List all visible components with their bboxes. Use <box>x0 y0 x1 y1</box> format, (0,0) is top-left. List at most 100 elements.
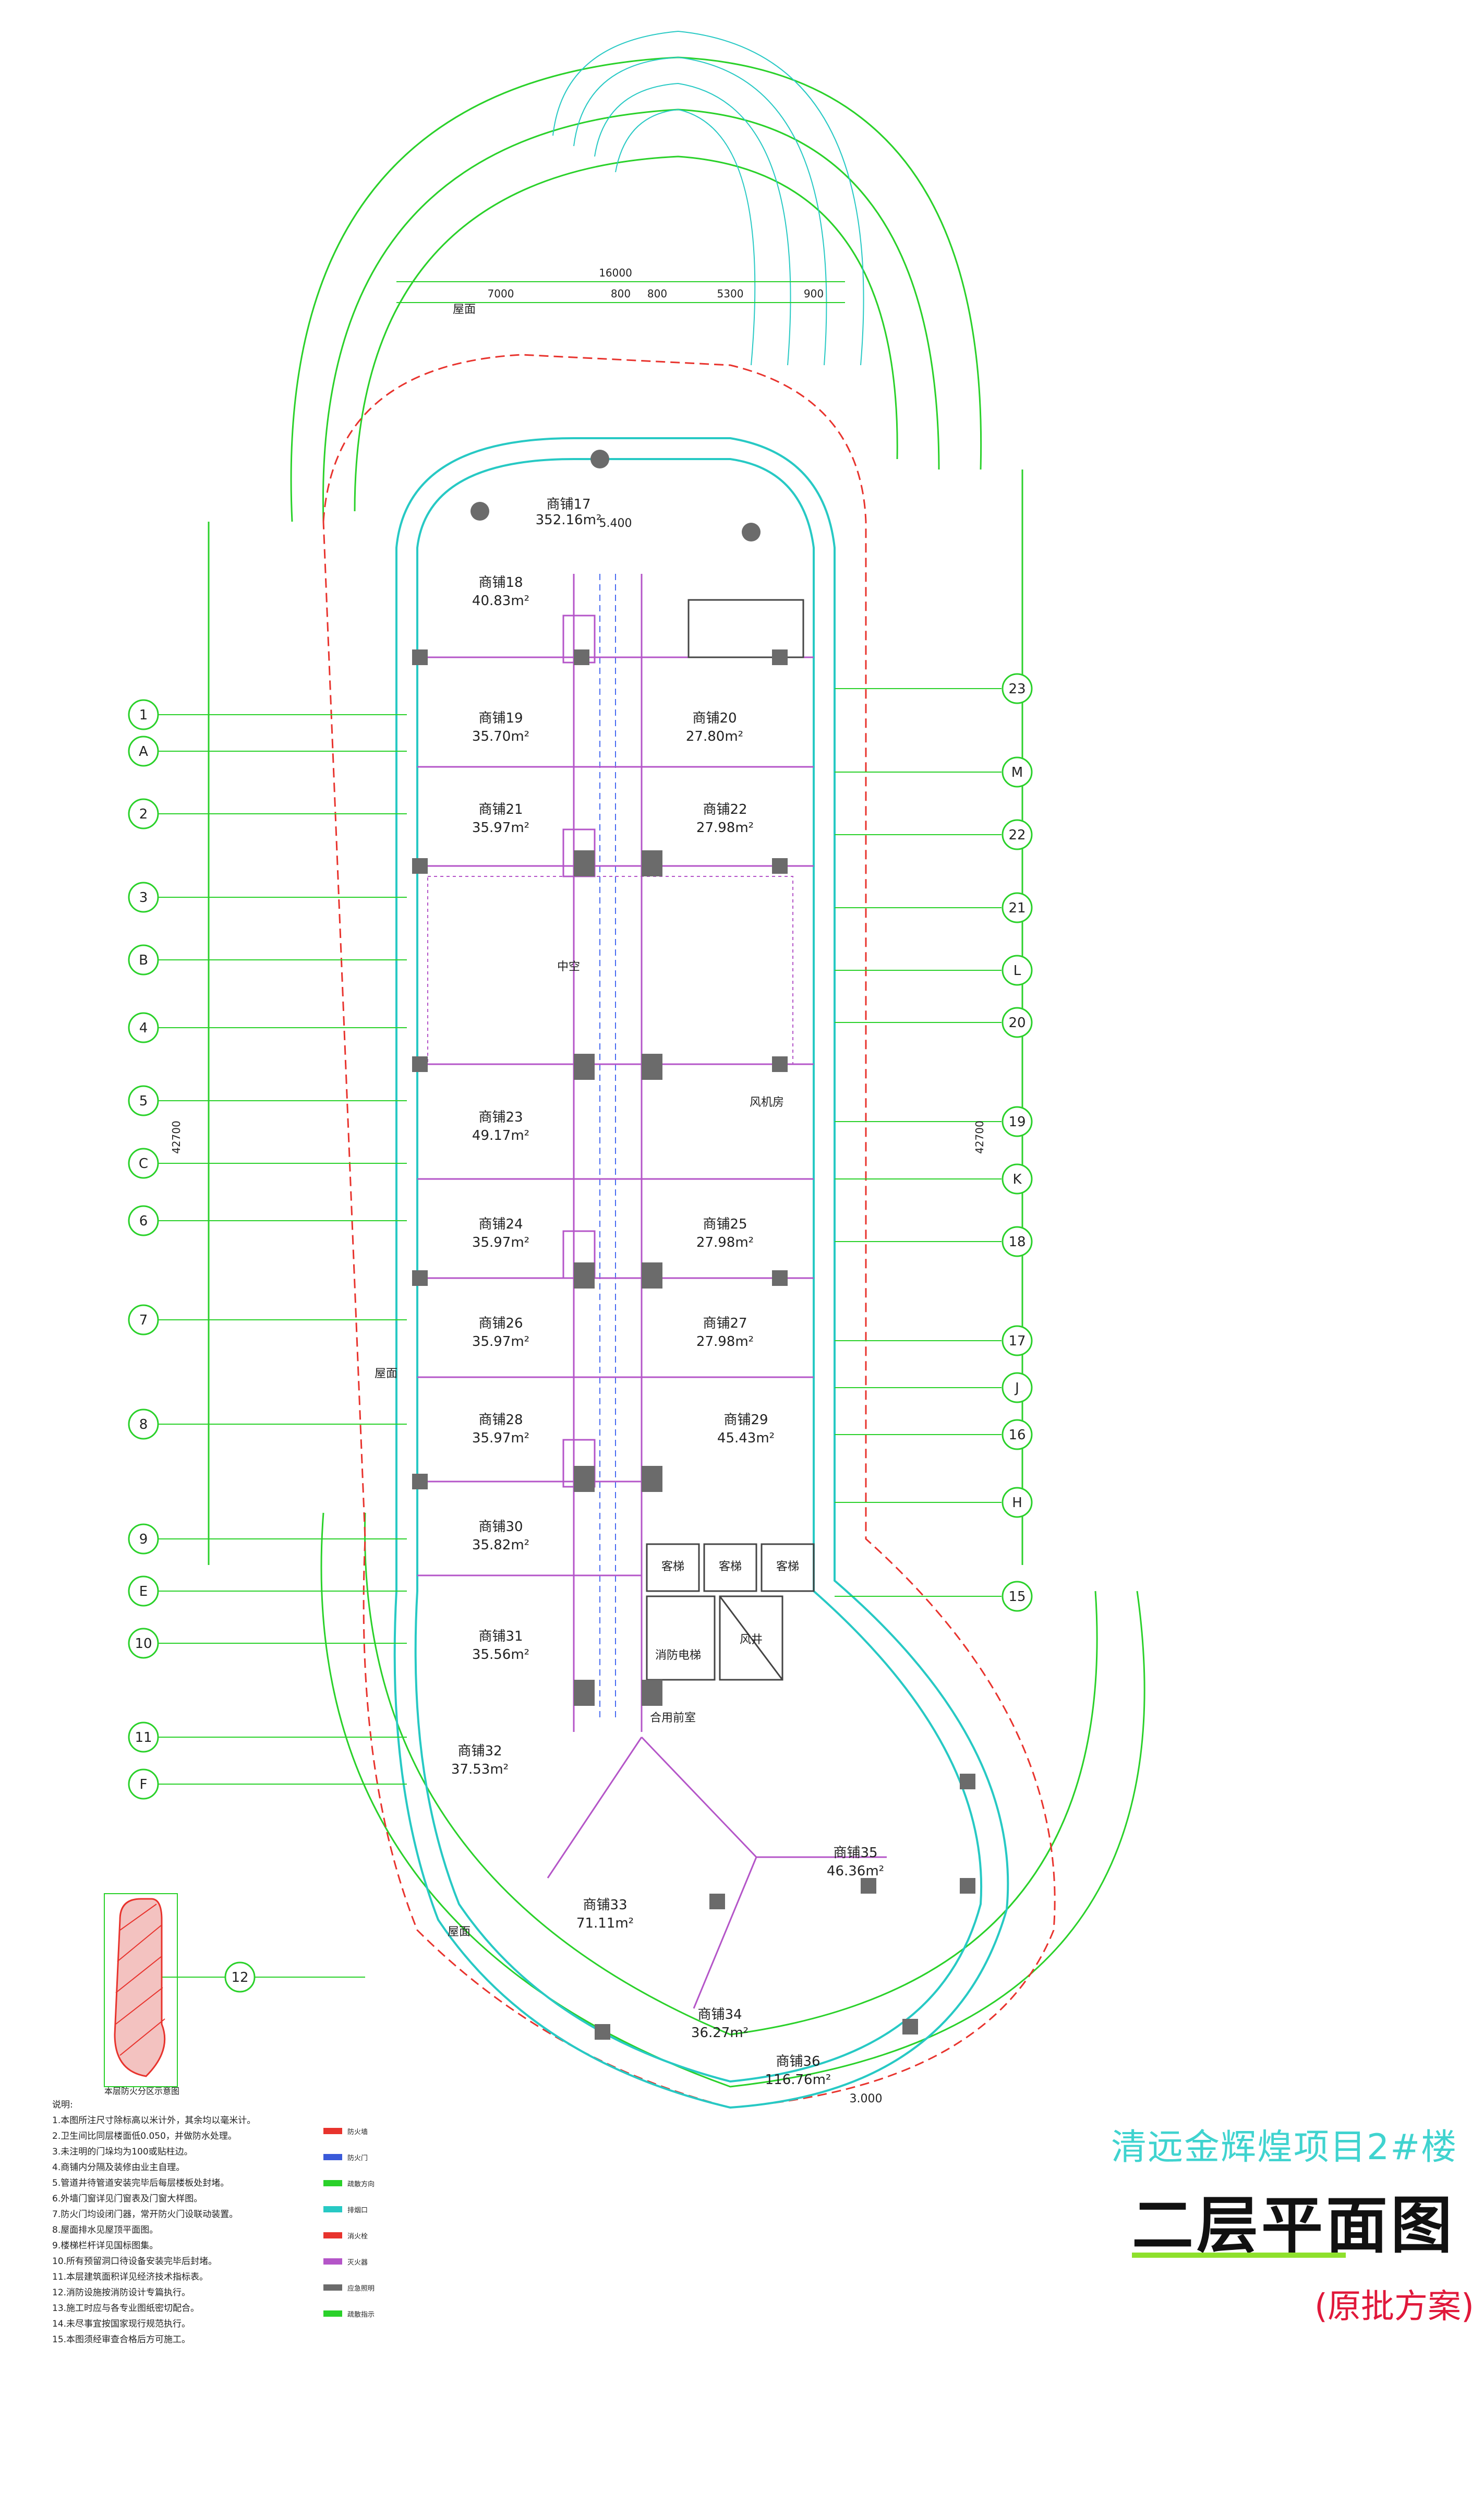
atrium-label: 中空 <box>557 960 580 973</box>
shop-partitions <box>417 574 887 2009</box>
drawing-status: (原批方案) <box>1314 2288 1474 2326</box>
axis-label: 23 <box>1008 681 1025 697</box>
extinguisher-icon <box>323 2258 342 2265</box>
shop-name: 商铺34 <box>697 2007 742 2023</box>
shop-name: 商铺31 <box>478 1629 523 1644</box>
axis-label: 21 <box>1008 900 1025 916</box>
dim-text: 42700 <box>170 1121 183 1154</box>
note-line: 9.楼梯栏杆详见国标图集。 <box>52 2241 159 2251</box>
axis-label: 22 <box>1008 827 1025 843</box>
evacuation-arrow-icon <box>323 2180 342 2186</box>
axis-label: 4 <box>139 1020 148 1036</box>
left-axis-gridlines <box>156 714 407 1978</box>
elevator-label: 客梯 <box>661 1560 684 1573</box>
axis-label: 2 <box>139 806 148 822</box>
right-axis-labels: 23 M 22 21 L 20 19 K 18 17 J 16 H 15 <box>1008 681 1025 1605</box>
axis-label: H <box>1012 1495 1022 1511</box>
dim-text: 42700 <box>973 1121 986 1154</box>
roof-label: 屋面 <box>375 1367 397 1380</box>
shop-area: 35.82m² <box>472 1537 529 1553</box>
shop-name: 商铺21 <box>478 802 523 817</box>
axis-label: A <box>139 744 148 760</box>
note-line: 3.未注明的门垛均为100或贴柱边。 <box>52 2147 193 2157</box>
legend-item: 排烟口 <box>323 2196 417 2222</box>
shop-area: 36.27m² <box>691 2025 749 2041</box>
note-line: 15.本图须经审查合格后方可施工。 <box>52 2334 191 2345</box>
shop-area: 35.56m² <box>472 1647 529 1663</box>
elevator-label: 客梯 <box>719 1560 742 1573</box>
building-outline <box>393 437 1009 2109</box>
axis-label: 6 <box>139 1213 148 1229</box>
note-line: 11.本层建筑面积详见经济技术指标表。 <box>52 2272 209 2282</box>
elevation-label: 3.000 <box>850 2092 883 2105</box>
roof-label: 屋面 <box>448 1925 470 1939</box>
shop-area: 40.83m² <box>472 593 529 609</box>
shop-name: 商铺30 <box>478 1519 523 1535</box>
axis-label: 3 <box>139 890 148 906</box>
shop-name: 商铺26 <box>478 1316 523 1331</box>
axis-label: 9 <box>139 1532 148 1547</box>
shop-area: 37.53m² <box>451 1762 509 1777</box>
corridor-lines <box>599 574 616 1721</box>
legend-item: 疏散指示 <box>323 2301 417 2327</box>
shop-area: 27.80m² <box>686 729 743 744</box>
axis-label: 11 <box>135 1730 152 1745</box>
dim-text: 16000 <box>599 267 632 279</box>
right-axis-bubbles <box>1002 673 1033 1612</box>
lobby-label: 合用前室 <box>650 1712 696 1725</box>
elevator-label: 客梯 <box>776 1560 799 1573</box>
axis-label: 1 <box>139 707 148 723</box>
axis-label: J <box>1014 1380 1019 1396</box>
axis-label: C <box>139 1156 148 1172</box>
note-line: 13.施工时应与各专业图纸密切配合。 <box>52 2303 200 2314</box>
legend: 防火墙 防火门 疏散方向 排烟口 消火栓 灭火器 应急照明 疏散指示 <box>323 2118 417 2327</box>
inset-caption: 本层防火分区示意图 <box>104 2086 180 2096</box>
top-dimension-line <box>396 281 845 303</box>
shop-area: 352.16m² <box>536 512 602 528</box>
axis-label: K <box>1012 1172 1022 1187</box>
fire-door-swatch-icon <box>323 2154 342 2160</box>
dim-text: 900 <box>804 287 824 300</box>
shop-name: 商铺24 <box>478 1217 523 1232</box>
dim-text: 5300 <box>717 287 744 300</box>
legend-item: 疏散方向 <box>323 2170 417 2196</box>
legend-item: 消火栓 <box>323 2222 417 2248</box>
shop-name: 商铺18 <box>478 575 523 591</box>
notes-heading: 说明: <box>52 2100 73 2110</box>
axis-label: B <box>139 953 148 968</box>
atrium-outline <box>427 876 793 1065</box>
axis-label: F <box>140 1777 148 1792</box>
right-axis-gridlines <box>835 688 1002 1597</box>
note-line: 6.外墙门窗详见门窗表及门窗大样图。 <box>52 2194 203 2204</box>
dim-text: 800 <box>647 287 667 300</box>
dim-text: 7000 <box>488 287 514 300</box>
shaft-label: 风井 <box>740 1633 763 1646</box>
axis-label: 12 <box>231 1970 248 1985</box>
project-title: 清远金辉煌项目2#楼 <box>1111 2127 1458 2168</box>
shop-area: 71.11m² <box>576 1916 634 1931</box>
firewall-swatch-icon <box>323 2128 342 2134</box>
shop-area: 35.97m² <box>472 1334 529 1350</box>
dim-text: 800 <box>611 287 631 300</box>
columns <box>412 450 975 2040</box>
axis-label: 16 <box>1008 1427 1025 1443</box>
axis-label: L <box>1014 963 1021 979</box>
note-line: 14.未尽事宜按国家现行规范执行。 <box>52 2319 191 2329</box>
general-notes: 说明: 1.本图所注尺寸除标高以米计外，其余均以毫米计。 2.卫生间比同层楼面低… <box>52 2097 449 2347</box>
top-dimensions: 7000 800 800 5300 900 16000 42700 42700 <box>170 267 986 1154</box>
landscape-arcs <box>552 30 864 366</box>
axis-label: 20 <box>1008 1015 1025 1031</box>
note-line: 4.商铺内分隔及装修由业主自理。 <box>52 2162 185 2173</box>
shop-area: 27.98m² <box>696 1235 754 1250</box>
core-outline <box>646 599 815 1681</box>
exit-sign-icon <box>323 2310 342 2317</box>
emergency-light-icon <box>323 2284 342 2291</box>
note-line: 5.管道井待管道安装完毕后每层楼板处封堵。 <box>52 2178 230 2188</box>
roof-label: 屋面 <box>453 303 476 316</box>
fire-compartment-boundary <box>322 354 1056 2109</box>
axis-label: 10 <box>135 1636 152 1652</box>
note-line: 10.所有预留洞口待设备安装完毕后封堵。 <box>52 2256 218 2267</box>
shop-area: 27.98m² <box>696 820 754 836</box>
shop-name: 商铺17 <box>546 497 590 512</box>
